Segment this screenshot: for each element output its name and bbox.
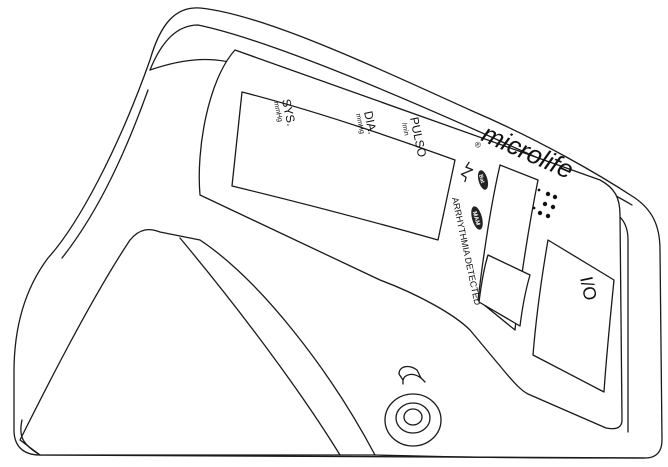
- side-flap: [19, 228, 376, 456]
- pulse-unit: /min: [400, 122, 410, 136]
- cuff-connector-port[interactable]: [384, 393, 442, 447]
- registered-mark: ®: [473, 140, 482, 151]
- flap-crease: [179, 237, 341, 456]
- memory-indicator-dots: [532, 188, 558, 219]
- heartbeat-icon: [460, 161, 474, 183]
- cuff-hose-channel: [61, 89, 149, 259]
- dia-label: DIA.: [361, 110, 380, 136]
- dia-unit: mmHg: [354, 113, 365, 135]
- sys-unit: mmHg: [272, 101, 283, 123]
- battery-badge: Bat: [477, 170, 489, 190]
- lcd-screen: [231, 91, 456, 241]
- battery-badge-text: Bat: [477, 174, 485, 184]
- base-edge: [374, 454, 646, 459]
- sys-label: SYS.: [279, 98, 298, 128]
- flap-front-edge: [20, 419, 41, 456]
- power-button[interactable]: [532, 239, 615, 393]
- mam-badge-text: MAM: [471, 211, 481, 226]
- memory-button[interactable]: [478, 254, 531, 327]
- power-button-label: I/O: [576, 275, 601, 303]
- mam-badge: MAM: [471, 206, 483, 230]
- cuff-icon: [398, 365, 426, 385]
